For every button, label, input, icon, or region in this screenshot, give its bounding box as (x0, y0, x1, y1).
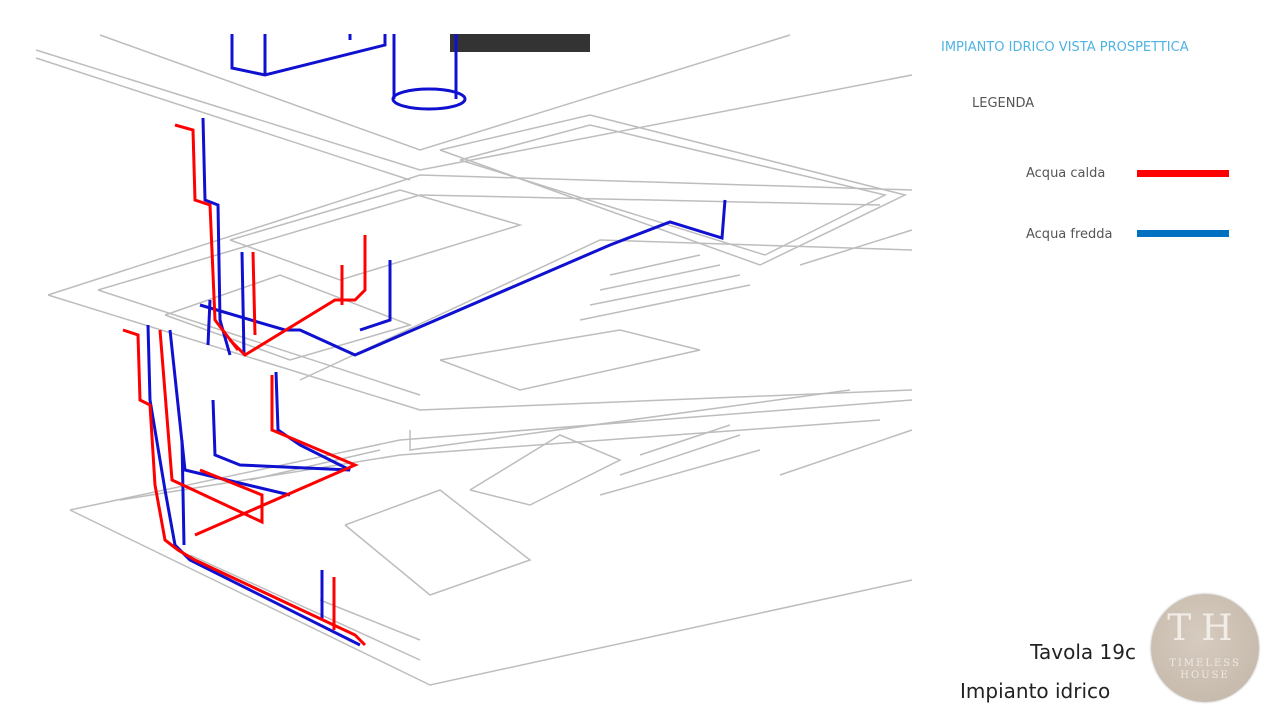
plumbing-perspective-drawing (35, 34, 913, 686)
solar-panel (450, 34, 590, 52)
legend-label-cold-water: Acqua fredda (1026, 227, 1113, 242)
sheet-subtitle: Impianto idrico (960, 679, 1111, 703)
sheet-number: Tavola 19c (1030, 640, 1136, 664)
legend-title: LEGENDA (972, 96, 1035, 111)
logo-line1: TIMELESS (1169, 658, 1241, 669)
logo-initials: TH (1167, 608, 1243, 649)
legend-swatch-hot-water (1137, 170, 1229, 177)
hot-water-pipes (122, 123, 367, 647)
logo-line2: HOUSE (1180, 670, 1230, 681)
legend-label-hot-water: Acqua calda (1026, 166, 1106, 181)
legend-swatch-cold-water (1137, 230, 1229, 237)
page-title: IMPIANTO IDRICO VISTA PROSPETTICA (941, 40, 1189, 55)
floor-plan-lines (35, 34, 913, 686)
